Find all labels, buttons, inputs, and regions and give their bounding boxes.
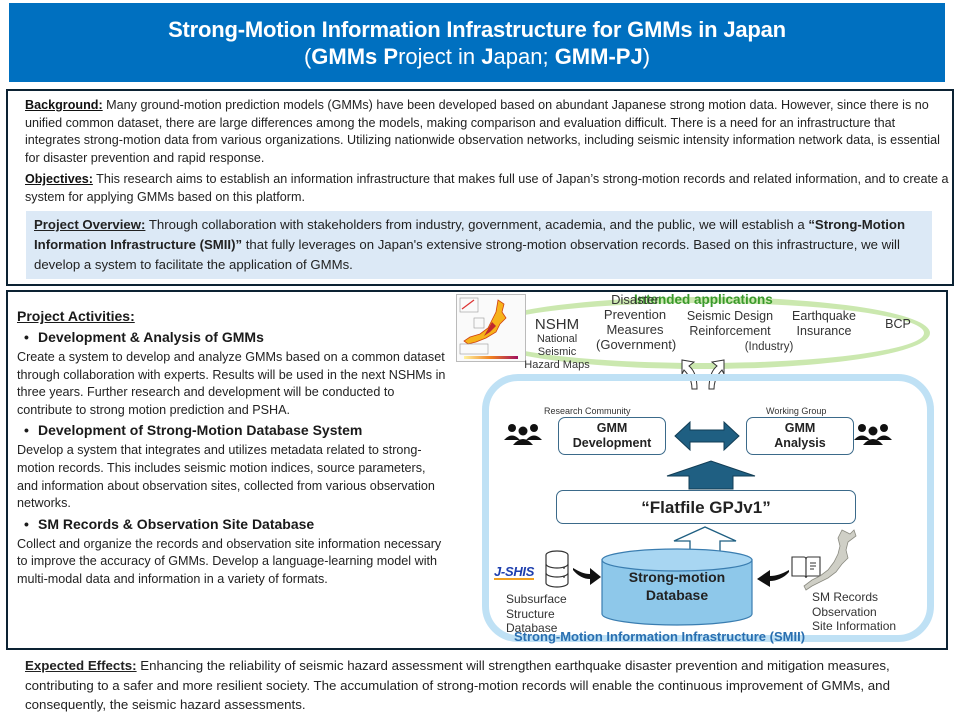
box-line: Analysis (774, 436, 826, 450)
subtitle-part: apan; (493, 43, 555, 69)
title-banner: Strong-Motion Information Infrastructure… (9, 3, 945, 82)
page-title: Strong-Motion Information Infrastructure… (168, 16, 786, 42)
gmm-analysis-box: GMM Analysis (746, 417, 854, 455)
jshis-logo: J-SHIS (494, 564, 535, 580)
hazard-map-thumbnail (456, 294, 526, 362)
activity-description: Develop a system that integrates and uti… (17, 443, 435, 511)
box-line: GMM (596, 421, 628, 435)
flatfile-label: “Flatfile GPJv1” (641, 497, 771, 517)
research-community-label: Research Community (544, 406, 631, 416)
app-line: Reinforcement (689, 324, 771, 338)
box-line: Development (572, 436, 652, 450)
activity-heading: • Development & Analysis of GMMs (24, 329, 447, 345)
bullet-icon: • (24, 422, 29, 439)
subtitle-part: GMMs (311, 43, 378, 69)
source-line: SM Records (812, 590, 879, 604)
activities-list: Project Activities: • Development & Analy… (17, 308, 447, 591)
objectives-label: Objectives: (25, 172, 93, 186)
app-seismic-design: Seismic Design Reinforcement (680, 309, 780, 339)
page-subtitle: (GMMs Project in Japan; GMM-PJ) (9, 43, 945, 70)
app-nshm: NSHM National Seismic Hazard Maps (522, 316, 592, 372)
smii-label: Strong-Motion Information Infrastructure… (514, 629, 806, 644)
app-line: Measures (606, 322, 664, 337)
activity-heading-text: Development & Analysis of GMMs (38, 329, 264, 345)
expected-effects-paragraph: Expected Effects: Enhancing the reliabil… (25, 656, 945, 715)
bullet-icon: • (24, 515, 29, 532)
overview-smii-term: “Strong-Motion Information Infrastructur… (34, 217, 906, 252)
bullet-icon: • (24, 329, 29, 345)
people-group-icon (504, 424, 542, 445)
background-text: Many ground-motion prediction models (GM… (25, 98, 940, 165)
subtitle-part: ) (642, 43, 651, 69)
db-line: Strong-motion (628, 569, 726, 585)
smii-diagram: Intended applications NSHM National Seis… (448, 292, 948, 648)
subtitle-part: roject in (398, 43, 482, 69)
activity-heading-text: Development of Strong-Motion Database Sy… (38, 422, 363, 439)
activity-description: Collect and organize the records and obs… (17, 536, 442, 586)
box-line: GMM (784, 421, 816, 435)
subtitle-part: P (383, 43, 399, 69)
smii-frame (482, 374, 934, 642)
activity-heading: • Development of Strong-Motion Database S… (24, 422, 447, 438)
nshm-subtitle: Hazard Maps (524, 359, 590, 371)
project-overview-panel: Project Overview: Through collaboration … (26, 211, 932, 279)
source-line: Subsurface (506, 592, 567, 606)
app-line: Earthquake (792, 309, 856, 323)
background-paragraph: Background: Many ground-motion predictio… (25, 97, 950, 167)
activity-description: Create a system to develop and analyze G… (17, 350, 446, 417)
nshm-subtitle: National Seismic (536, 333, 578, 358)
working-group-label: Working Group (766, 406, 827, 416)
source-line: Site Information (812, 619, 897, 633)
overview-text: that fully leverages on Japan's extensiv… (34, 237, 900, 272)
japan-map-icon (803, 529, 857, 591)
activity-heading: • SM Records & Observation Site Database (24, 516, 447, 532)
app-line: Insurance (796, 324, 852, 338)
app-line: (Government) (596, 337, 677, 352)
subtitle-part: ( (303, 43, 312, 69)
database-stack-icon (545, 550, 569, 588)
gmm-development-box: GMM Development (558, 417, 666, 455)
app-disaster-prevention: Disaster Prevention Measures (Government… (596, 292, 677, 352)
applications-title: Intended applications (634, 292, 773, 307)
app-line: Prevention (603, 307, 667, 322)
effects-label: Expected Effects: (25, 658, 137, 673)
db-line: Database (645, 587, 709, 603)
intro-section: Background: Many ground-motion predictio… (6, 89, 954, 286)
nshm-title: NSHM (534, 316, 580, 333)
subtitle-part: GMM-PJ (554, 43, 643, 69)
effects-text: Enhancing the reliability of seismic haz… (25, 658, 890, 712)
overview-label: Project Overview: (34, 217, 146, 232)
hollow-up-arrow-icon (673, 526, 737, 558)
curved-arrow-left-icon (757, 570, 789, 587)
people-group-icon (854, 424, 892, 445)
curved-arrow-right-icon (573, 568, 601, 585)
activity-heading-text: SM Records & Observation Site Database (38, 515, 315, 532)
flatfile-box: “Flatfile GPJv1” (556, 490, 856, 524)
strong-motion-database-cylinder (601, 548, 753, 626)
subtitle-part: J (481, 43, 494, 69)
app-industry-label: (Industry) (744, 341, 794, 353)
database-label: Strong-motion Database (600, 564, 754, 608)
activities-title: Project Activities: (17, 308, 135, 324)
sm-records-label: SM Records Observation Site Information (812, 590, 896, 634)
background-label: Background: (25, 98, 103, 112)
objectives-paragraph: Objectives: This research aims to establ… (25, 171, 950, 206)
objectives-text: This research aims to establish an infor… (25, 172, 949, 204)
open-book-icon (791, 556, 821, 579)
source-line: Database (506, 621, 558, 635)
activities-section: Project Activities: • Development & Analy… (6, 290, 948, 650)
app-bcp: BCP (885, 317, 911, 331)
subsurface-label: Subsurface Structure Database (506, 592, 567, 636)
app-line: Seismic Design (686, 309, 774, 323)
double-arrow-icon (674, 420, 740, 452)
source-line: Structure (506, 606, 555, 621)
source-line: Observation (812, 604, 877, 619)
app-line: Disaster (611, 292, 659, 307)
app-insurance: Earthquake Insurance (784, 309, 864, 339)
up-arrow-icon (666, 460, 756, 490)
overview-text: Through collaboration with stakeholders … (145, 217, 809, 232)
